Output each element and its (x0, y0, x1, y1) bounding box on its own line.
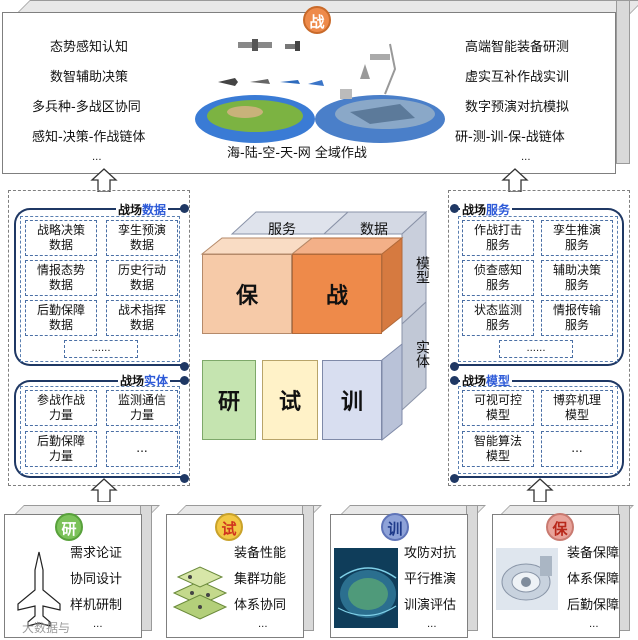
arrow-up-bottom-right (526, 478, 554, 502)
card-shi-line: 装备性能 (234, 546, 286, 562)
top-center-caption: 海-陆-空-天-网 全域作战 (227, 146, 367, 162)
card-shi-line: ... (258, 617, 268, 633)
right-service-cell: 辅助决策 服务 (541, 260, 613, 296)
card-xun-line: 训演评估 (404, 598, 456, 614)
battlefield-illustration (190, 34, 460, 144)
training-globe-illustration (334, 548, 398, 628)
left-entity-cell: 后勤保障 力量 (25, 431, 97, 467)
cube-face-zhan: 战 (292, 254, 382, 334)
left-data-title-prefix: 战场 (118, 203, 142, 217)
top-right-line: 研-测-训-保-战链体 (455, 130, 565, 146)
right-service-cell: 侦查感知 服务 (462, 260, 534, 296)
left-entity-dot-top (180, 376, 189, 385)
top-left-line: 感知-决策-作战链体 (32, 130, 145, 146)
card-yan-line: ... (93, 617, 103, 633)
left-data-title-highlight: 数据 (142, 203, 166, 217)
card-bao-line: 装备保障 (567, 546, 619, 562)
cube-face-yan: 研 (202, 360, 256, 440)
right-service-title-prefix: 战场 (462, 203, 486, 217)
watermark: 大数据与 (22, 620, 70, 636)
card-xun-line: ... (427, 617, 437, 633)
top-left-line: 态势感知认知 (50, 40, 128, 56)
top-left-line: ... (92, 150, 102, 166)
left-data-dot-bottom (180, 362, 189, 371)
top-right-line: ... (521, 150, 531, 166)
right-service-dot-top (450, 204, 459, 213)
left-data-cell: 后勤保障 数据 (25, 300, 97, 336)
maintenance-illustration (496, 548, 558, 610)
cube-face-shi: 试 (262, 360, 318, 440)
right-model-dot-top (450, 376, 459, 385)
right-service-cell: 状态监测 服务 (462, 300, 534, 336)
card-xun-line: 攻防对抗 (404, 546, 456, 562)
left-data-dot-top (180, 204, 189, 213)
left-entity-cell: 参战作战 力量 (25, 390, 97, 426)
top-left-line: 数智辅助决策 (50, 70, 128, 86)
jet-icon (14, 550, 64, 628)
arrow-up-bottom-left (90, 478, 118, 502)
cube-label-entity: 实体 (412, 340, 432, 368)
right-model-cell-more: ... (541, 431, 613, 467)
top-right-line: 虚实互补作战实训 (465, 70, 569, 86)
card-yan-badge: 研 (55, 513, 83, 541)
left-data-cell: 孪生预演 数据 (106, 220, 178, 256)
card-bao-line: 体系保障 (567, 572, 619, 588)
cube-label-data: 数据 (360, 219, 388, 239)
card-shi-line: 体系协同 (234, 598, 286, 614)
top-left-line: 多兵种-多战区协同 (32, 100, 141, 116)
top-right-line: 数字预演对抗模拟 (465, 100, 569, 116)
cube-face-bao: 保 (202, 254, 292, 334)
top-right-line: 高端智能装备研测 (465, 40, 569, 56)
card-yan-line: 协同设计 (70, 572, 122, 588)
card-bao-line: ... (589, 617, 599, 633)
arrow-up-left (90, 168, 118, 192)
left-data-cell: 战略决策 数据 (25, 220, 97, 256)
cube-face-xun: 训 (322, 360, 382, 440)
right-service-dot-bottom (450, 362, 459, 371)
left-data-cell-more: ...... (64, 340, 138, 358)
card-xun-badge: 训 (381, 513, 409, 541)
left-entity-dot-bottom (180, 474, 189, 483)
right-service-title-highlight: 服务 (486, 203, 510, 217)
card-bao-line: 后勤保障 (567, 598, 619, 614)
cube-label-model: 模型 (412, 256, 432, 284)
right-service-cell: 作战打击 服务 (462, 220, 534, 256)
card-yan-line: 样机研制 (70, 598, 122, 614)
right-model-dot-bottom (450, 474, 459, 483)
right-model-cell: 智能算法 模型 (462, 431, 534, 467)
arrow-up-right (501, 168, 529, 192)
left-data-cell: 战术指挥 数据 (106, 300, 178, 336)
card-bao-badge: 保 (546, 513, 574, 541)
top-badge: 战 (303, 6, 331, 34)
card-shi-badge: 试 (215, 513, 243, 541)
card-yan-line: 需求论证 (70, 546, 122, 562)
left-data-cell: 情报态势 数据 (25, 260, 97, 296)
left-entity-cell-more: ... (106, 431, 178, 467)
card-xun-line: 平行推演 (404, 572, 456, 588)
left-data-cell: 历史行动 数据 (106, 260, 178, 296)
cube-label-service: 服务 (268, 219, 296, 239)
right-service-cell: 情报传输 服务 (541, 300, 613, 336)
right-model-cell: 博弈机理 模型 (541, 390, 613, 426)
right-model-cell: 可视可控 模型 (462, 390, 534, 426)
top-box-side-face (616, 0, 630, 164)
left-entity-cell: 监测通信 力量 (106, 390, 178, 426)
card-shi-line: 集群功能 (234, 572, 286, 588)
right-service-cell-more: ...... (499, 340, 573, 358)
test-field-illustration (170, 555, 230, 621)
right-service-cell: 孪生推演 服务 (541, 220, 613, 256)
